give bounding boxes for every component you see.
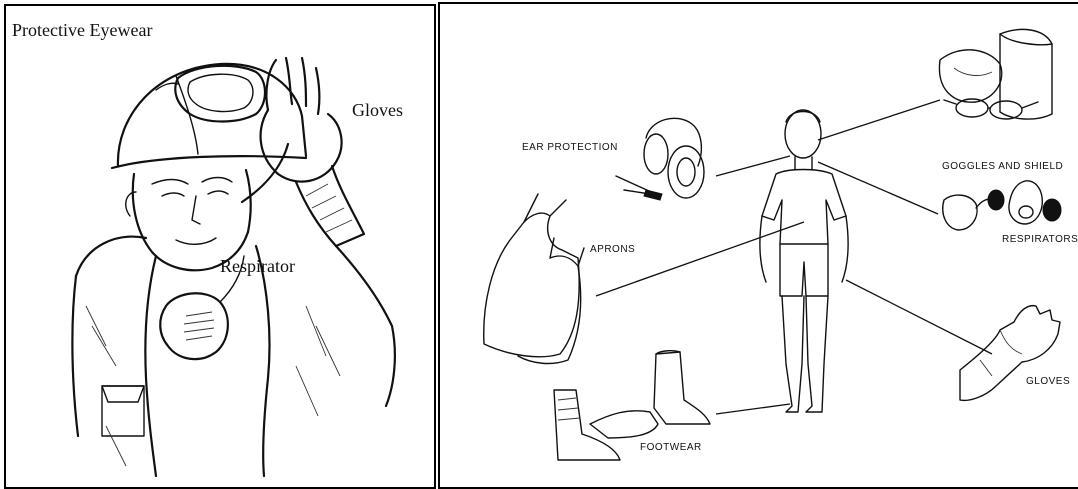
human-figure: [760, 110, 848, 412]
right-ppe-diagram-panel: EAR PROTECTION GOGGLES AND SHIELD RESPIR…: [438, 2, 1078, 489]
gloves-label-right: GLOVES: [1026, 376, 1070, 387]
left-illustration-panel: Protective Eyewear Gloves Respirator: [4, 4, 436, 489]
worker-illustration: [6, 6, 436, 489]
respirators-shape: [943, 181, 1061, 230]
aprons-shape: [484, 194, 584, 363]
aprons-label: APRONS: [590, 244, 635, 255]
goggles-and-shields-shape: [939, 29, 1052, 119]
ear-protection-label: EAR PROTECTION: [522, 142, 618, 153]
raised-arm: [242, 144, 288, 202]
respirator-shape: [160, 293, 228, 359]
left-shoulder: [76, 237, 146, 276]
goggles-and-shields-label: GOGGLES AND SHIELD: [942, 161, 1063, 172]
ppe-diagram: [440, 4, 1078, 489]
respirators-label: RESPIRATORS: [1002, 234, 1078, 245]
connector-goggles: [818, 100, 940, 140]
ear-protection-shape: [616, 118, 704, 200]
jacket-pocket: [102, 386, 144, 436]
connector-aprons: [596, 222, 804, 296]
connector-footwear: [716, 404, 790, 414]
connector-gloves: [846, 280, 992, 354]
face-outline: [133, 174, 248, 270]
glove-fingers: [266, 58, 319, 114]
hard-hat-shape: [118, 64, 306, 166]
footwear-label: FOOTWEAR: [640, 442, 702, 453]
glove-palm: [261, 110, 342, 182]
